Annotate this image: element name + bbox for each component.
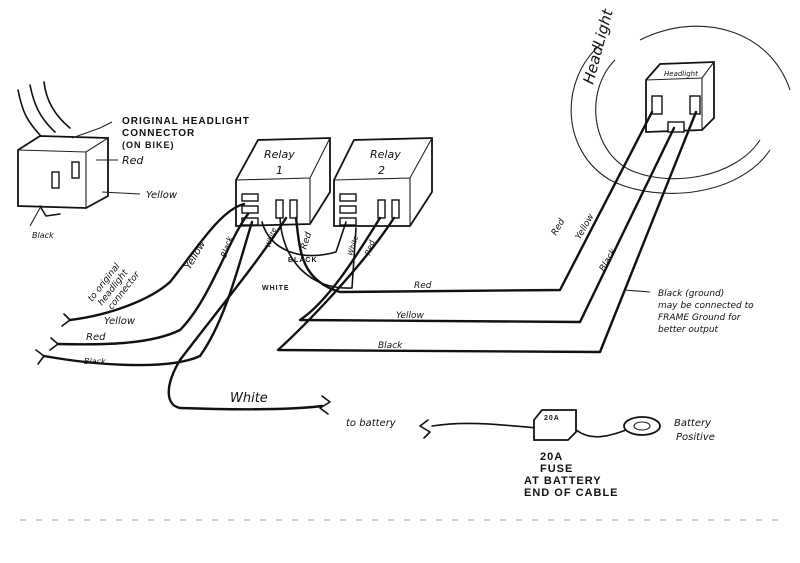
label-run-red: Red bbox=[414, 281, 432, 291]
ground-note-pointer bbox=[623, 289, 651, 293]
relay-2-pin-4 bbox=[377, 199, 386, 219]
headlight-box-edges bbox=[645, 61, 715, 130]
original-connector: ORIGINAL HEADLIGHT CONNECTOR (ON BIKE) R… bbox=[17, 81, 250, 240]
ground-note-line1: Black (ground) bbox=[658, 289, 724, 299]
wire-black-arrow bbox=[35, 349, 45, 365]
wire-black-jumper bbox=[261, 221, 347, 257]
headlight-pin-1 bbox=[651, 95, 663, 115]
fuse-line4: END OF CABLE bbox=[524, 487, 619, 499]
headlight-arc-outer bbox=[570, 44, 771, 194]
label-diag-black: Black bbox=[598, 247, 619, 274]
connector-lead-3 bbox=[43, 81, 71, 129]
wire-black-to-headlight bbox=[276, 110, 698, 354]
wire-white-break bbox=[319, 395, 331, 415]
wire-battery-cable-a bbox=[431, 422, 539, 429]
wire-white-to-battery bbox=[167, 216, 324, 411]
headlight-title: HeadLight bbox=[579, 6, 617, 86]
fuse-box bbox=[533, 409, 577, 441]
fuse-line3: AT BATTERY bbox=[524, 475, 602, 487]
wire-yellow-arrow bbox=[61, 313, 71, 327]
wire-labels: Yellow to original headlight connector Y… bbox=[84, 212, 619, 406]
label-yellow-up: Yellow bbox=[183, 238, 208, 271]
label-red: Red bbox=[86, 332, 106, 343]
label-black-short: BLACK bbox=[288, 257, 318, 264]
headlight-arc-top bbox=[639, 25, 791, 91]
label-relay-white: White bbox=[264, 227, 278, 249]
relay-1-edges bbox=[235, 137, 331, 224]
wire-red-to-headlight bbox=[294, 110, 654, 294]
fuse-box-label: 20A bbox=[544, 415, 560, 422]
battery-positive-line1: Battery bbox=[674, 418, 712, 429]
connector-pin-2 bbox=[71, 161, 80, 179]
connector-yellow-pointer bbox=[101, 191, 141, 195]
connector-black-label: Black bbox=[32, 231, 54, 240]
wire-red-to-connector bbox=[56, 212, 250, 346]
relay-2-edges bbox=[333, 137, 433, 226]
label-diag-red: Red bbox=[550, 217, 568, 237]
headlight-pin-3 bbox=[667, 121, 685, 133]
headlight-assembly: HeadLight Headlight bbox=[570, 6, 791, 194]
wires bbox=[35, 110, 698, 439]
relay-1-pin-4 bbox=[275, 199, 284, 219]
wire-battery-cable-b bbox=[575, 429, 627, 438]
battery-labels: to battery 20A FUSE AT BATTERY END OF CA… bbox=[346, 418, 715, 499]
ground-note: Black (ground) may be connected to FRAME… bbox=[658, 289, 754, 335]
battery-terminal-hole bbox=[633, 421, 651, 431]
fuse-line1: 20A bbox=[540, 451, 563, 463]
connector-foot bbox=[39, 205, 61, 217]
connector-pin-1 bbox=[51, 171, 60, 189]
label-white-short: WHITE bbox=[262, 285, 290, 292]
ground-note-line3: FRAME Ground for bbox=[658, 313, 742, 323]
relay-1-pin-1 bbox=[241, 193, 259, 202]
headlight-box-label: Headlight bbox=[664, 70, 698, 78]
label-relay-red: Red bbox=[299, 231, 314, 251]
connector-label-line3: (ON BIKE) bbox=[122, 140, 175, 150]
connector-label-line2: CONNECTOR bbox=[122, 128, 195, 139]
connector-box-edges bbox=[17, 137, 109, 208]
connector-lead-2 bbox=[29, 84, 56, 133]
wire-white-jumper bbox=[279, 217, 357, 289]
relay-2-pin-5 bbox=[391, 199, 400, 219]
relay-1-number: 1 bbox=[276, 164, 283, 177]
battery-terminal-ring bbox=[623, 416, 661, 436]
fuse-assembly: 20A bbox=[533, 409, 661, 441]
label-black: Black bbox=[84, 357, 106, 366]
relay-2-pin-1 bbox=[339, 193, 357, 202]
label-relay-black: Black bbox=[219, 235, 234, 259]
relay-2-box bbox=[333, 137, 433, 227]
relay-1-pin-2 bbox=[241, 205, 259, 214]
relay-1-box bbox=[235, 137, 331, 227]
label-run-yellow: Yellow bbox=[396, 311, 425, 321]
connector-red-label: Red bbox=[122, 154, 144, 167]
connector-lead-1 bbox=[17, 89, 41, 136]
connector-black-pointer bbox=[29, 207, 41, 227]
wire-yellow-to-connector bbox=[68, 202, 246, 322]
wire-black-to-connector bbox=[42, 220, 254, 367]
label-yellow: Yellow bbox=[104, 316, 136, 327]
wire-red-arrow bbox=[49, 337, 59, 351]
headlight-arc-inner bbox=[595, 59, 761, 180]
label-to-battery: to battery bbox=[346, 418, 397, 429]
relay-1: Relay 1 bbox=[235, 137, 331, 227]
headlight-pin-2 bbox=[689, 95, 701, 115]
label-white-long: White bbox=[230, 391, 268, 406]
wire-battery-break bbox=[419, 419, 431, 439]
relay-2-title: Relay bbox=[370, 148, 401, 161]
fuse-line2: FUSE bbox=[540, 463, 573, 475]
ground-note-line4: better output bbox=[658, 325, 719, 335]
ground-note-line2: may be connected to bbox=[658, 301, 754, 311]
wire-yellow-to-headlight bbox=[298, 126, 676, 324]
connector-yellow-label: Yellow bbox=[146, 190, 178, 201]
relay-1-title: Relay bbox=[264, 148, 295, 161]
battery-positive-line2: Positive bbox=[676, 432, 715, 443]
label-run-black: Black bbox=[378, 341, 403, 351]
relay-2: Relay 2 bbox=[333, 137, 433, 227]
connector-label-line1: ORIGINAL HEADLIGHT bbox=[122, 116, 250, 127]
relay-2-pin-3 bbox=[339, 217, 357, 226]
relay-2-number: 2 bbox=[378, 164, 385, 177]
relay-1-pin-5 bbox=[289, 199, 298, 219]
relay-2-pin-2 bbox=[339, 205, 357, 214]
connector-pointer bbox=[71, 121, 113, 139]
